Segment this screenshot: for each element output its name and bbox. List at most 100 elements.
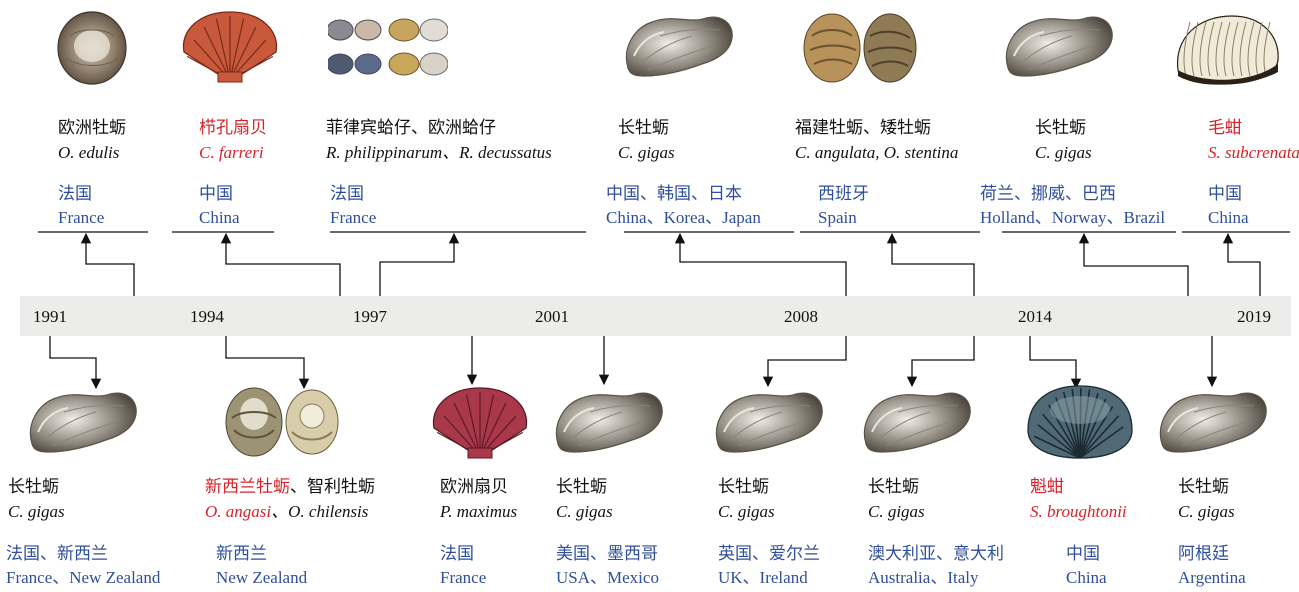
species-sci-label: S. broughtonii — [1030, 502, 1127, 521]
ark-white-shell-image — [1177, 15, 1279, 85]
species-cn-label: 福建牡蛎、矮牡蛎 — [795, 118, 931, 137]
country-en-label: China — [1208, 208, 1249, 227]
species-cn-label: 栉孔扇贝 — [199, 118, 267, 137]
top-shell-t2019 — [1168, 8, 1288, 93]
species-cn-label: 欧洲牡蛎 — [58, 118, 126, 137]
country-en-label: France、New Zealand — [6, 568, 161, 587]
species-cn-label: 新西兰牡蛎 — [205, 477, 290, 496]
clams-shell-image — [326, 18, 449, 76]
bottom-connector-2014 — [1029, 336, 1082, 390]
country-en-label: China、Korea、Japan — [606, 208, 761, 227]
country-cn-label: 法国 — [330, 184, 364, 203]
top-shell-t1994 — [170, 6, 290, 91]
species-cn-label: 菲律宾蛤仔、欧洲蛤仔 — [326, 118, 496, 137]
country-cn-label: 新西兰 — [216, 544, 267, 563]
species-sci-label: C. gigas — [618, 143, 675, 162]
species-sci-label: C. angulata, O. stentina — [795, 143, 959, 162]
species-sci-label: 、O. chilensis — [271, 502, 369, 521]
bottom-connector-1991 — [49, 336, 102, 390]
species-cn-label: 长牡蛎 — [556, 477, 607, 496]
species-sci-label: C. gigas — [1178, 502, 1235, 521]
scallop-orange-shell-image — [182, 11, 278, 83]
oyster-shell-image — [1159, 392, 1267, 453]
country-en-label: Australia、Italy — [868, 568, 979, 587]
top-shell-t2008 — [800, 6, 920, 91]
species-cn-label: 长牡蛎 — [1035, 118, 1086, 137]
species-sci-label: O. angasi — [205, 502, 272, 521]
country-cn-label: 澳大利亚、意大利 — [868, 544, 1004, 563]
bottom-shell-b2008a — [710, 382, 830, 467]
top-connector-2001 — [674, 232, 847, 296]
country-cn-label: 中国、韩国、日本 — [606, 184, 742, 203]
species-cn-label: 长牡蛎 — [868, 477, 919, 496]
country-en-label: Argentina — [1178, 568, 1246, 587]
oyster-shell-image — [625, 16, 733, 77]
species-sci-label: C. gigas — [556, 502, 613, 521]
oyster-shell-image — [555, 392, 663, 453]
country-en-label: UK、Ireland — [718, 568, 808, 587]
top-connector-2019 — [1222, 232, 1261, 296]
country-en-label: France — [58, 208, 105, 227]
species-sci-label: C. gigas — [8, 502, 65, 521]
year-label: 2008 — [784, 307, 818, 326]
bottom-shell-b1997 — [420, 382, 540, 467]
country-cn-label: 英国、爱尔兰 — [718, 544, 820, 563]
year-label: 1997 — [353, 307, 387, 326]
species-cn-label: 欧洲扇贝 — [440, 477, 508, 496]
country-cn-label: 中国 — [1066, 544, 1100, 563]
top-connector-1994 — [220, 232, 341, 296]
top-connector-2008 — [886, 232, 975, 296]
species-cn-label: 、智利牡蛎 — [290, 477, 375, 496]
country-cn-label: 中国 — [199, 184, 233, 203]
species-cn-label: 长牡蛎 — [1178, 477, 1229, 496]
year-label: 2019 — [1237, 307, 1271, 326]
species-sci-label: P. maximus — [440, 502, 518, 521]
year-label: 2001 — [535, 307, 569, 326]
top-shell-t1991 — [30, 6, 150, 91]
year-label: 1991 — [33, 307, 67, 326]
oyster-shell-image — [715, 392, 823, 453]
bottom-shell-b1994 — [222, 380, 342, 465]
country-cn-label: 阿根廷 — [1178, 544, 1229, 563]
year-label: 2014 — [1018, 307, 1052, 326]
species-cn-label: 长牡蛎 — [718, 477, 769, 496]
species-sci-label: R. philippinarum、R. decussatus — [326, 143, 552, 162]
bottom-shell-b1991 — [24, 382, 144, 467]
species-sci-label: S. subcrenata — [1208, 143, 1299, 162]
bottom-shell-b2019 — [1154, 382, 1274, 467]
oyster-shell-image — [1005, 16, 1113, 77]
species-sci-label: C. gigas — [868, 502, 925, 521]
country-en-label: Spain — [818, 208, 857, 227]
country-en-label: France — [330, 208, 377, 227]
oyster-rough-shell-image — [803, 13, 917, 83]
top-connector-2014 — [1078, 232, 1189, 296]
country-cn-label: 中国 — [1208, 184, 1242, 203]
bottom-shell-b2008b — [858, 382, 978, 467]
bottom-connector-2008a — [762, 336, 847, 388]
species-cn-label: 毛蚶 — [1208, 118, 1242, 137]
bottom-connector-1994 — [225, 336, 310, 390]
oyster-round-shell-image — [57, 11, 127, 85]
scallop-red-shell-image — [432, 387, 528, 459]
year-label: 1994 — [190, 307, 224, 326]
country-cn-label: 法国 — [440, 544, 474, 563]
country-cn-label: 法国、新西兰 — [6, 544, 108, 563]
country-cn-label: 西班牙 — [818, 184, 869, 203]
country-en-label: New Zealand — [216, 568, 308, 587]
country-en-label: China — [199, 208, 240, 227]
species-sci-label: O. edulis — [58, 143, 120, 162]
species-cn-label: 魁蚶 — [1030, 477, 1064, 496]
country-cn-label: 法国 — [58, 184, 92, 203]
top-connector-1997 — [379, 232, 460, 296]
bottom-shell-b2014 — [1020, 380, 1140, 465]
country-en-label: China — [1066, 568, 1107, 587]
country-cn-label: 美国、墨西哥 — [556, 544, 658, 563]
ark-dark-shell-image — [1027, 385, 1133, 459]
bottom-connector-2008b — [906, 336, 975, 388]
country-en-label: France — [440, 568, 487, 587]
top-connector-1991 — [80, 232, 135, 296]
oyster-shell-image — [29, 392, 137, 453]
species-sci-label: C. gigas — [718, 502, 775, 521]
